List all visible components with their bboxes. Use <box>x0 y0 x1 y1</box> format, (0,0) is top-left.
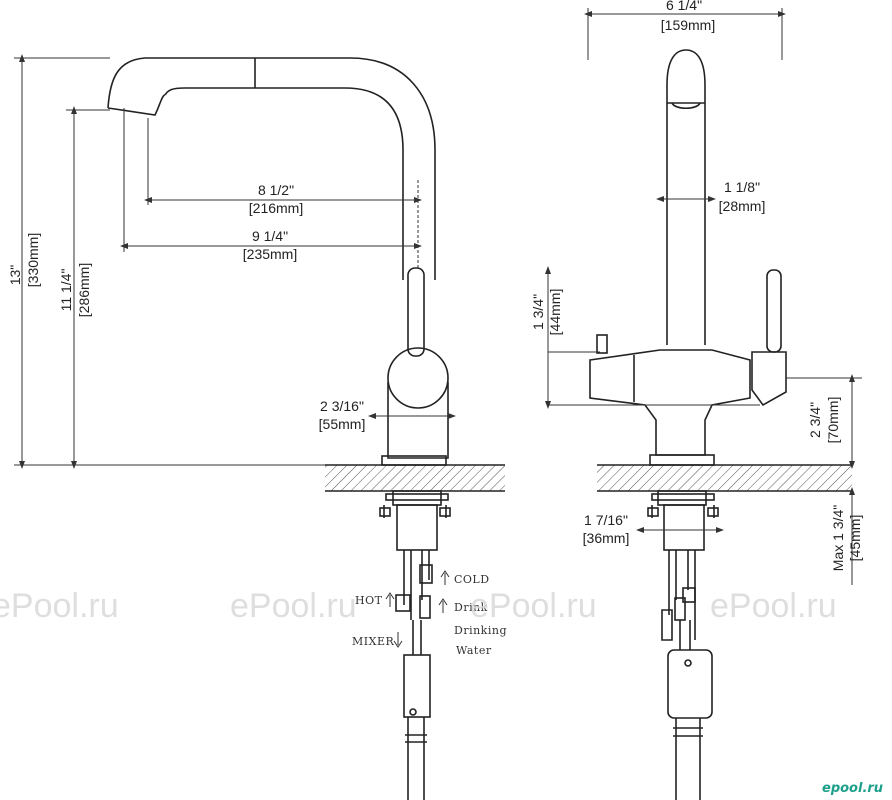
countertop-right <box>597 465 852 491</box>
cold-arrow-icon <box>440 570 450 585</box>
reach-outlet-mm-label: [216mm] <box>249 200 303 216</box>
mixer-label: MIXER <box>352 635 394 648</box>
watermark-4: ePool.ru <box>710 587 837 625</box>
watermark-2: ePool.ru <box>230 587 357 625</box>
body-diameter-mm-label: [55mm] <box>319 416 366 432</box>
reach-total-mm-label: [235mm] <box>243 246 297 262</box>
reach-total-label: 9 1/4" <box>252 228 288 244</box>
height-outlet-mm-label: [286mm] <box>76 263 92 317</box>
drink-label: Drink <box>454 601 488 614</box>
countertop-left <box>325 465 505 491</box>
body-diameter-label: 2 3/16" <box>320 398 364 414</box>
deck-thickness-label: Max 1 3/4" <box>830 505 846 571</box>
side-view <box>107 57 505 800</box>
cold-label: COLD <box>454 573 490 586</box>
hot-arrow-icon <box>385 592 395 607</box>
handle-knob-left <box>387 347 449 409</box>
height-outlet-label: 11 1/4" <box>58 269 74 312</box>
spout-left <box>107 57 436 280</box>
drink-arrow-icon <box>438 598 448 613</box>
height-total-label: 13" <box>7 265 23 286</box>
width-total-mm-label: [159mm] <box>661 17 715 33</box>
watermarks: ePool.ru ePool.ru ePool.ru ePool.ru <box>0 587 837 625</box>
body-height-mm-label: [70mm] <box>825 397 841 444</box>
handle-height-mm-label: [44mm] <box>547 289 563 336</box>
site-logo: epool.ru <box>822 781 883 796</box>
mixer-cartridge-left <box>403 654 431 718</box>
front-view <box>589 49 852 800</box>
deck-thickness-mm-label: [45mm] <box>847 515 863 562</box>
spout-diameter-mm-label: [28mm] <box>719 198 766 214</box>
spout-diameter-label: 1 1/8" <box>724 179 760 195</box>
reach-outlet-label: 8 1/2" <box>258 182 294 198</box>
handle-lever-right <box>766 269 782 353</box>
height-total-mm-label: [330mm] <box>25 233 41 287</box>
base-diameter-mm-label: [36mm] <box>583 530 630 546</box>
handle-height-label: 1 3/4" <box>530 294 546 330</box>
water-label: Water <box>456 644 492 657</box>
watermark-1: ePool.ru <box>0 587 119 625</box>
mixer-cartridge-right <box>667 649 713 719</box>
hot-label: HOT <box>355 594 383 607</box>
watermark-3: ePool.ru <box>470 587 597 625</box>
handle-lever-left <box>407 267 425 357</box>
side-dimension-labels: 13" [330mm] 11 1/4" [286mm] 8 1/2" [216m… <box>7 182 365 432</box>
base-diameter-label: 1 7/16" <box>584 512 628 528</box>
width-total-label: 6 1/4" <box>666 0 702 13</box>
mixer-arrow-icon <box>393 632 403 648</box>
spout-right <box>666 49 706 345</box>
front-dimension-labels: 6 1/4" [159mm] 1 1/8" [28mm] 1 3/4" [44m… <box>530 0 863 571</box>
drinking-label: Drinking <box>454 624 507 637</box>
body-height-label: 2 3/4" <box>807 402 823 438</box>
hose-labels <box>385 570 450 648</box>
